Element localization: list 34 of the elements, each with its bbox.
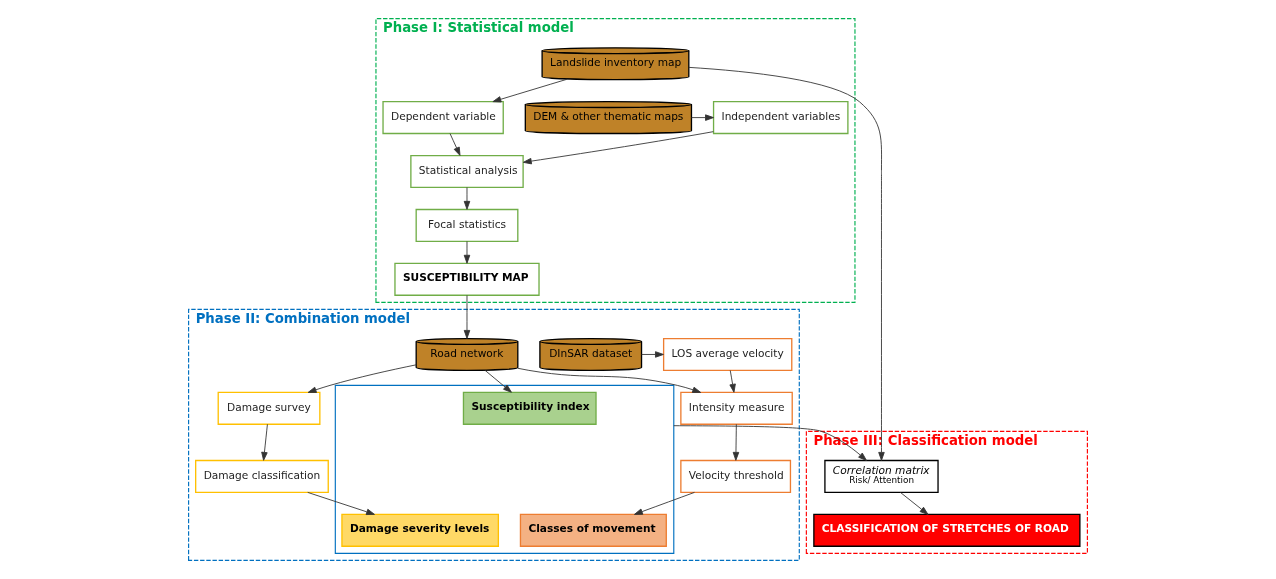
arrow [732, 423, 740, 461]
node-box: Dependent variable [382, 101, 504, 135]
node-box: Correlation matrix Risk/ Attention [824, 459, 939, 493]
arrow [517, 367, 702, 393]
node-box: Statistical analysis [410, 154, 524, 189]
node-box: Damage severity levels [341, 513, 500, 547]
arrow [307, 491, 375, 515]
arrow [688, 66, 885, 461]
node-box: Damage survey [217, 391, 321, 425]
arrow [673, 425, 867, 461]
node-box: Intensity measure [680, 391, 793, 425]
node-box: CLASSIFICATION OF STRETCHES OF ROAD [813, 513, 1081, 547]
arrow [463, 187, 471, 210]
arrow [691, 114, 714, 121]
arrow [729, 370, 736, 393]
node-box: LOS average velocity [662, 337, 793, 372]
arrow [484, 370, 512, 393]
arrow [634, 491, 695, 515]
arrow [492, 78, 568, 103]
arrow [522, 131, 714, 165]
node-box: Susceptibility index [462, 391, 597, 425]
node-box: Independent variables [712, 101, 849, 135]
node-box: SUSCEPTIBILITY MAP [394, 262, 540, 296]
arrow [261, 423, 268, 461]
arrow [463, 240, 471, 264]
arrow [641, 351, 664, 358]
arrow [449, 133, 461, 156]
arrow [899, 491, 929, 515]
arrow [463, 295, 471, 339]
arrow [307, 364, 417, 393]
node-box: Velocity threshold [680, 459, 792, 493]
node-box: Classes of movement [519, 513, 667, 547]
node-box: Damage classification [195, 459, 329, 493]
node-box: Focal statistics [415, 208, 519, 242]
